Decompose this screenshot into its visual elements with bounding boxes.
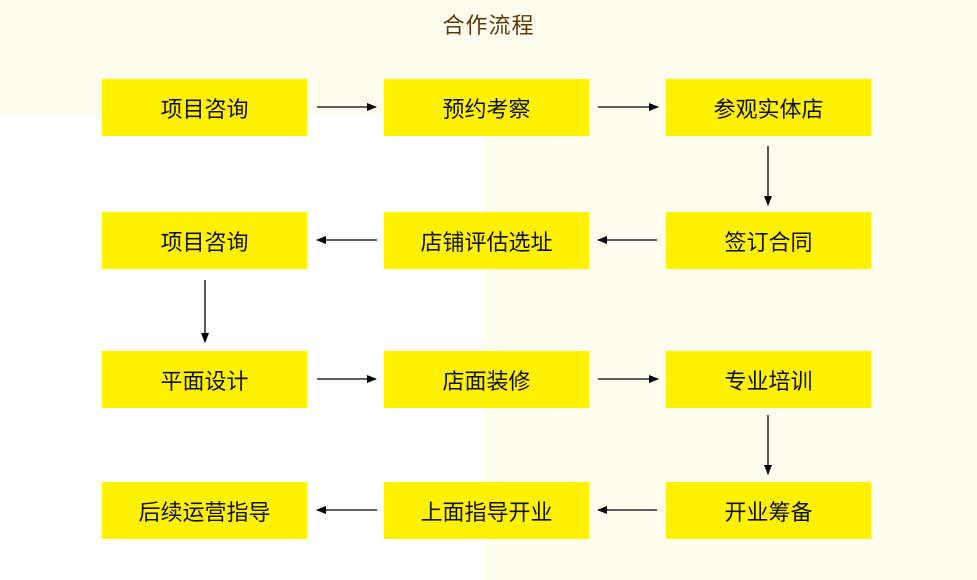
step-box-8: 店面装修 bbox=[384, 351, 589, 408]
step-box-2: 预约考察 bbox=[384, 79, 589, 136]
step-box-5: 店铺评估选址 bbox=[384, 212, 589, 269]
step-box-6: 项目咨询 bbox=[102, 212, 307, 269]
step-box-10: 开业筹备 bbox=[666, 482, 871, 539]
step-box-7: 平面设计 bbox=[102, 351, 307, 408]
page-title: 合作流程 bbox=[442, 14, 535, 39]
step-box-9: 专业培训 bbox=[666, 351, 871, 408]
step-box-11: 上面指导开业 bbox=[384, 482, 589, 539]
step-box-1: 项目咨询 bbox=[102, 79, 307, 136]
step-box-3: 参观实体店 bbox=[666, 79, 871, 136]
step-box-12: 后续运营指导 bbox=[102, 482, 307, 539]
step-box-4: 签订合同 bbox=[666, 212, 871, 269]
